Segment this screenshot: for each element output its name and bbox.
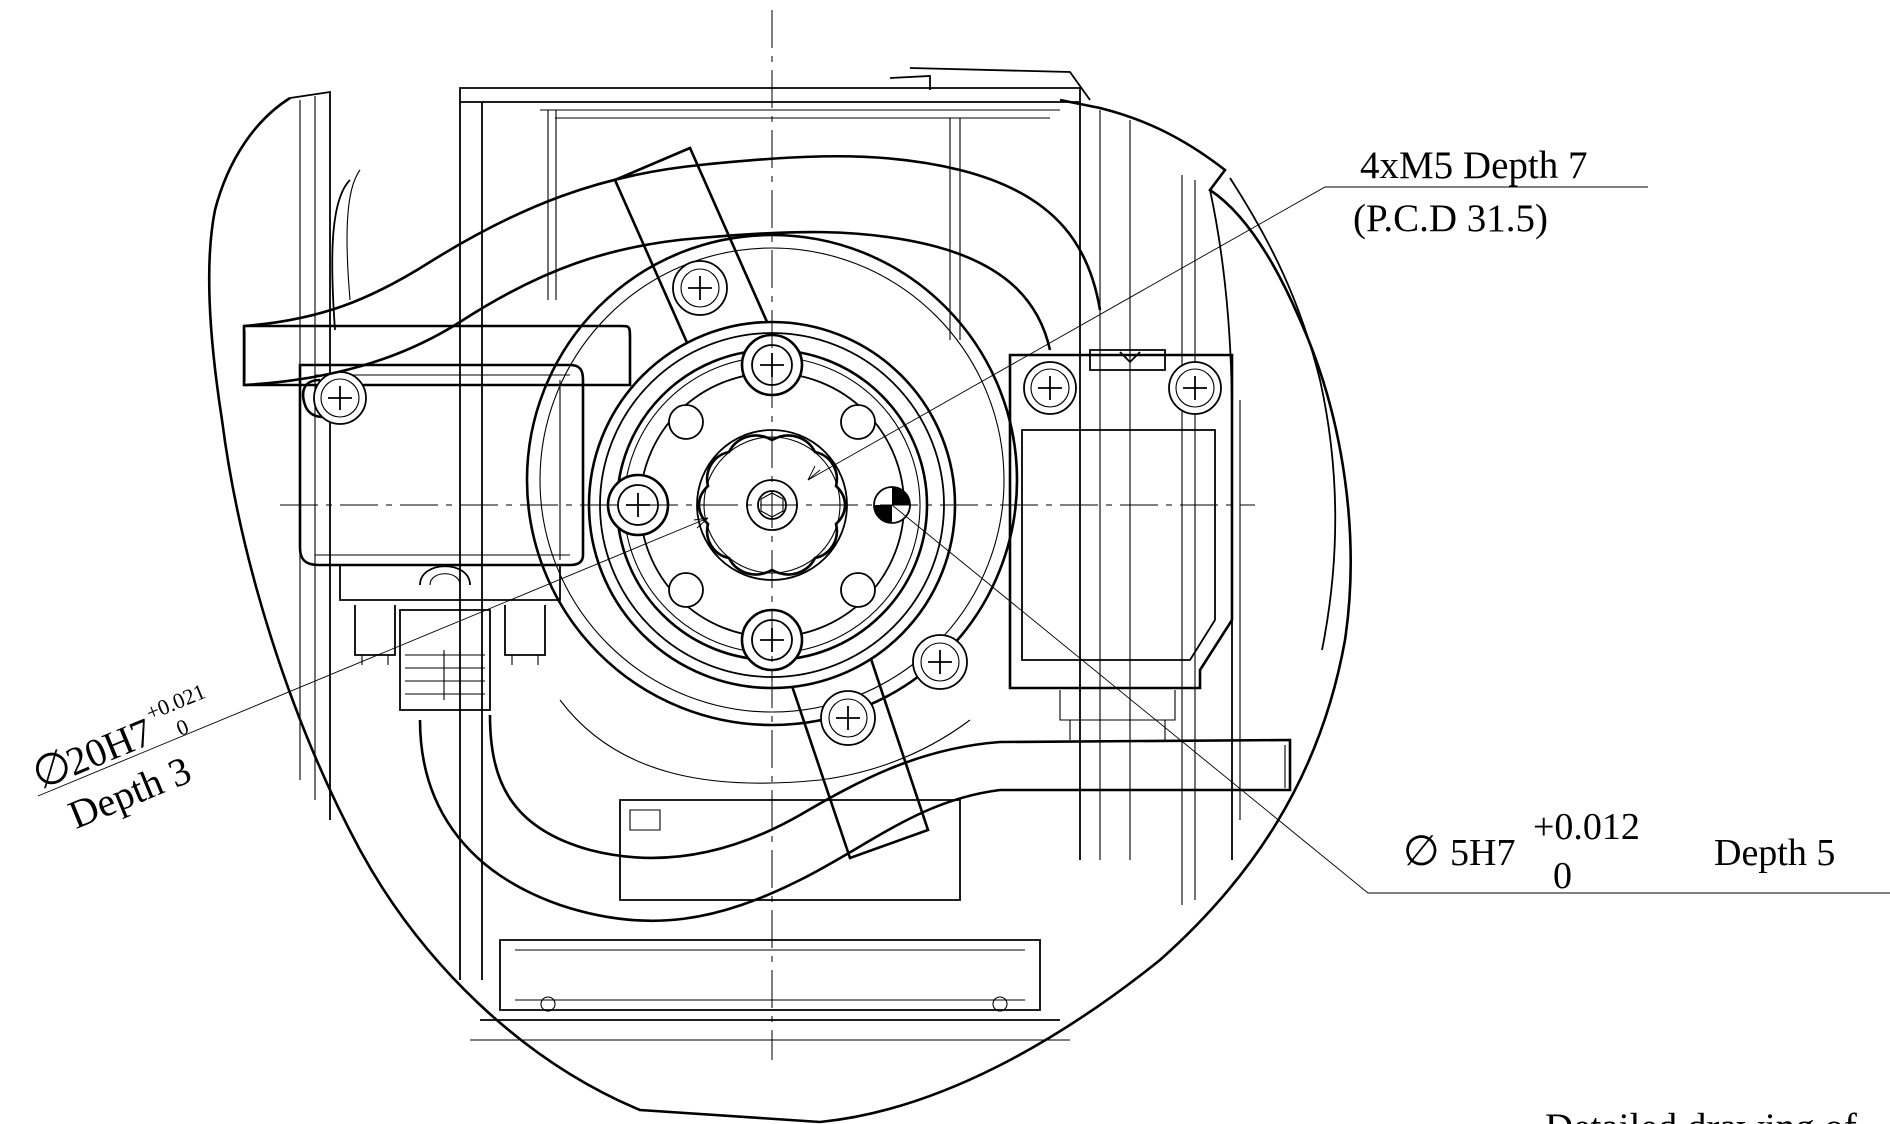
upper-cable bbox=[243, 154, 1102, 387]
left-cable-block bbox=[242, 324, 632, 567]
m5-pcd-label: (P.C.D 31.5) bbox=[1353, 197, 1548, 240]
flange-screws bbox=[606, 333, 804, 672]
lower-cable bbox=[418, 714, 1292, 923]
bore-lower-tolerance: 0 bbox=[172, 714, 192, 741]
pin-depth-label: Depth 5 bbox=[1714, 832, 1835, 874]
footer-caption: Detailed drawing of bbox=[1545, 1106, 1857, 1124]
m5-thread-label: 4xM5 Depth 7 bbox=[1360, 144, 1588, 187]
leader-lines bbox=[37, 186, 1890, 894]
annotation-bore: ∅ 20H7 +0.021 0 Depth 3 bbox=[25, 679, 209, 838]
pin-diameter-symbol: ∅ bbox=[1403, 829, 1440, 875]
right-connector-block bbox=[1008, 349, 1234, 740]
bottom-frame bbox=[470, 799, 1070, 1041]
motor-disk bbox=[525, 233, 1019, 784]
outer-housing bbox=[207, 90, 1352, 1124]
left-connector bbox=[339, 565, 561, 711]
annotation-m5: 4xM5 Depth 7 (P.C.D 31.5) bbox=[1353, 144, 1588, 240]
pin-upper-tolerance: +0.012 bbox=[1533, 806, 1640, 848]
top-frame bbox=[459, 67, 1131, 980]
center-lines bbox=[280, 10, 1255, 1060]
pin-lower-tolerance: 0 bbox=[1553, 855, 1572, 897]
m5-holes bbox=[668, 404, 876, 608]
annotation-pin: ∅ 5H7 +0.012 0 Depth 5 bbox=[1403, 806, 1835, 897]
pin-tolerance-label: 5H7 bbox=[1450, 832, 1515, 874]
